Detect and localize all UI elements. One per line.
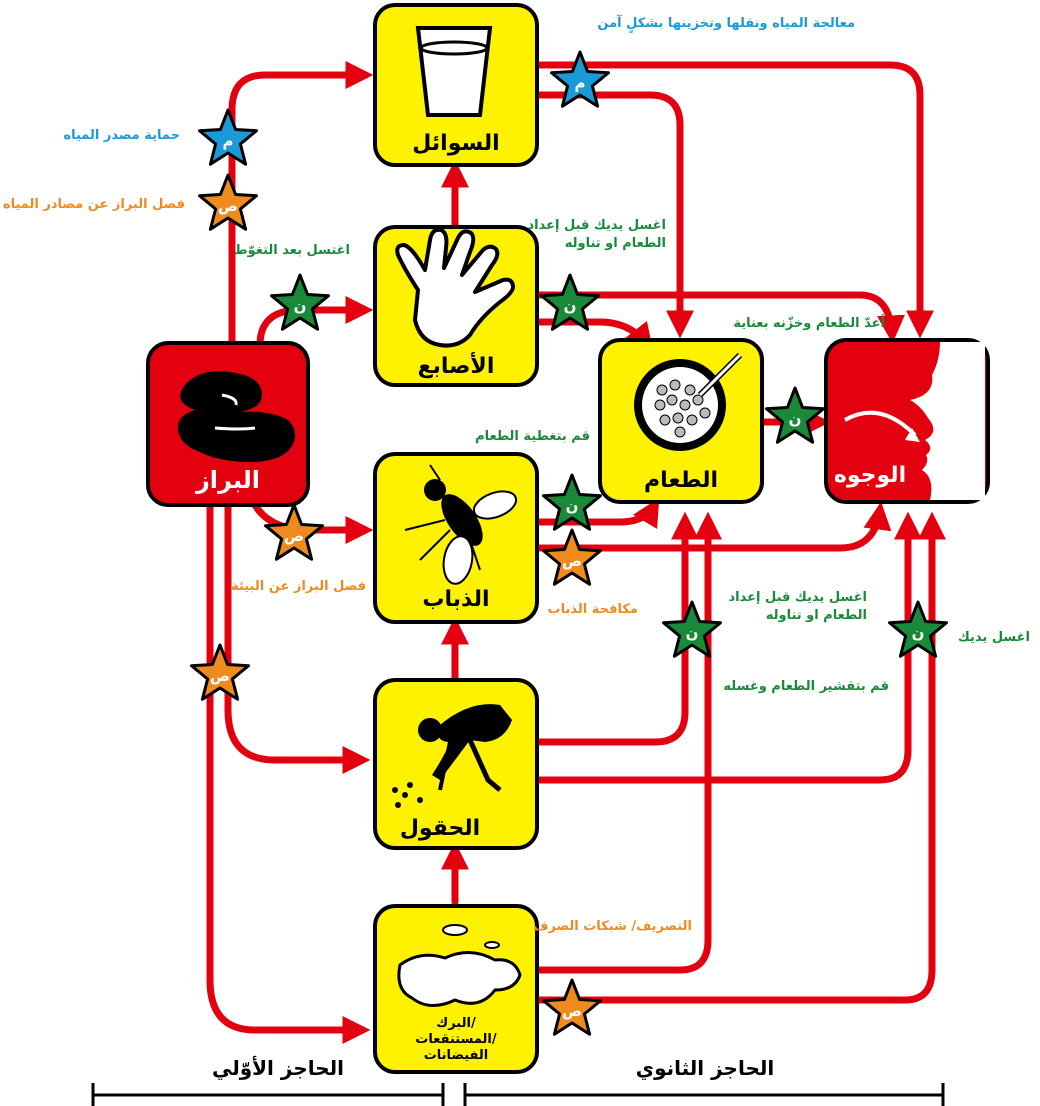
star-separate-water: ص xyxy=(198,173,258,231)
label-wash-after-defecation: اغتسل بعد التغوّط xyxy=(234,243,350,258)
hand-icon xyxy=(395,227,516,348)
star-wash-hands-food-top: ن xyxy=(540,273,600,331)
node-flies: الذباب xyxy=(373,452,539,624)
star-protect-source-icon xyxy=(198,108,258,166)
node-floods-title-2: المستنقعات/ xyxy=(415,1032,497,1047)
edge-fluids-face xyxy=(536,61,934,339)
feces-icon xyxy=(177,371,296,462)
glass-icon xyxy=(415,26,493,117)
star-separate-water-letter: ص xyxy=(218,197,238,215)
barrier-stars: م م ص ن ن ن ن ص ص ص ن ن ص xyxy=(190,50,948,1036)
node-face: الوجوه xyxy=(824,338,990,504)
primary-barrier-label: الحاجز الأوّلي xyxy=(212,1055,344,1081)
label-wash-hands: اغسل يديك xyxy=(958,630,1030,645)
edge-floods-face xyxy=(536,511,946,1004)
star-fly-control: ص xyxy=(542,528,602,586)
star-protect-source-letter: م xyxy=(223,132,234,150)
star-water-treatment-icon xyxy=(550,50,610,108)
star-wash-hands-food-top-letter: ن xyxy=(564,297,577,315)
node-flies-title: الذباب xyxy=(422,587,489,612)
node-fields-title: الحقول xyxy=(400,816,480,841)
edge-feces-fields xyxy=(224,501,371,774)
star-fly-control-letter: ص xyxy=(562,552,582,570)
star-fly-control-icon xyxy=(542,528,602,586)
edge-fields-food xyxy=(536,511,699,746)
bowl-icon xyxy=(634,352,743,451)
label-separate-water: فصل البراز عن مصادر المياه xyxy=(3,197,185,212)
star-cook-store-icon xyxy=(765,386,825,444)
star-cover-food-icon xyxy=(542,473,602,531)
star-drainage: ص xyxy=(542,978,602,1036)
node-fingers-title: الأصابع xyxy=(418,351,495,379)
star-separate-environment-letter: ص xyxy=(284,527,304,545)
label-cook-store: أعدّ الطعام وخزّنه بعناية xyxy=(733,314,885,331)
label-cover-food: قم بتغطية الطعام xyxy=(475,429,590,444)
star-drainage-icon xyxy=(542,978,602,1036)
node-floods-title-3: الفيضانات xyxy=(424,1048,489,1063)
star-wash-after-defecation-letter: ن xyxy=(294,297,307,315)
edge-fields-face xyxy=(536,511,922,784)
edge-fingers-face xyxy=(536,291,905,344)
person-bending-icon xyxy=(392,704,512,808)
star-wash-after-defecation-icon xyxy=(270,273,330,331)
star-cover-food: ن xyxy=(542,473,602,531)
edge-flies-face xyxy=(536,501,892,552)
star-drainage-letter: ص xyxy=(562,1002,582,1020)
star-separate-water-icon xyxy=(198,173,258,231)
node-face-title: الوجوه xyxy=(834,463,906,488)
star-cook-store: ن xyxy=(765,386,825,444)
star-cover-food-letter: ن xyxy=(566,497,579,515)
star-wash-after-defecation: ن xyxy=(270,273,330,331)
label-protect-source: حماية مصدر المياه xyxy=(63,128,180,143)
node-fluids-title: السوائل xyxy=(412,131,499,156)
edge-floods-food xyxy=(536,511,722,974)
node-food: الطعام xyxy=(598,338,764,504)
edge-feces-fluids xyxy=(228,61,374,349)
star-separate-fields-icon xyxy=(190,643,250,701)
barrier-ranges: الحاجز الأوّلي الحاجز الثانوي xyxy=(91,1055,945,1106)
node-floods: البرك/ المستنقعات/ الفيضانات xyxy=(373,904,539,1074)
star-cook-store-letter: ن xyxy=(789,410,802,428)
label-water-treatment: معالجة المياه ونقلها وتخزينها بشكلٍ آمن xyxy=(597,14,855,34)
node-food-title: الطعام xyxy=(644,468,718,493)
star-wash-hands-letter: ن xyxy=(912,624,925,642)
label-drainage: التصريف/ شبكات الصرف xyxy=(533,919,692,934)
star-wash-hands-food-top-icon xyxy=(540,273,600,331)
star-peel-wash: ن xyxy=(662,600,722,658)
edge-flies-food xyxy=(536,497,660,529)
edge-fluids-food xyxy=(536,91,694,339)
star-separate-fields: ص xyxy=(190,643,250,701)
node-fluids: السوائل xyxy=(373,3,539,167)
intake-arrow-icon xyxy=(844,410,917,437)
label-peel-wash: قم بتقشير الطعام وغسله xyxy=(723,679,889,694)
edge-feces-floods xyxy=(206,501,371,1044)
star-separate-fields-letter: ص xyxy=(210,667,230,685)
label-separate-environment: فصل البراز عن البيئة xyxy=(231,579,366,594)
node-feces: البراز xyxy=(146,341,310,507)
star-wash-hands-icon xyxy=(888,600,948,658)
label-wash-hands-food-mid-1: اغسل يديك قبل إعداد xyxy=(728,590,867,605)
secondary-barrier-label: الحاجز الثانوي xyxy=(636,1056,775,1081)
node-fields: الحقول xyxy=(373,678,539,850)
node-fingers: الأصابع xyxy=(373,225,539,387)
star-peel-wash-letter: ن xyxy=(686,624,699,642)
star-water-treatment-letter: م xyxy=(575,74,586,92)
star-separate-environment: ص xyxy=(264,503,324,561)
star-peel-wash-icon xyxy=(662,600,722,658)
label-fly-control: مكافحة الذباب xyxy=(548,602,638,617)
fly-icon xyxy=(404,464,518,585)
node-feces-title: البراز xyxy=(195,466,260,494)
edges xyxy=(206,61,946,1044)
star-separate-environment-icon xyxy=(264,503,324,561)
puddle-icon xyxy=(397,924,522,1007)
star-wash-hands: ن xyxy=(888,600,948,658)
star-water-treatment: م xyxy=(550,50,610,108)
label-wash-hands-food-top-2: الطعام او تناوله xyxy=(565,236,666,251)
barrier-labels: معالجة المياه ونقلها وتخزينها بشكلٍ آمن … xyxy=(3,14,1030,934)
label-wash-hands-food-top-1: اغسل يديك قبل إعداد xyxy=(527,218,666,233)
star-protect-source: م xyxy=(198,108,258,166)
node-floods-title-1: البرك/ xyxy=(436,1016,476,1031)
label-wash-hands-food-mid-2: الطعام او تناوله xyxy=(766,608,867,623)
